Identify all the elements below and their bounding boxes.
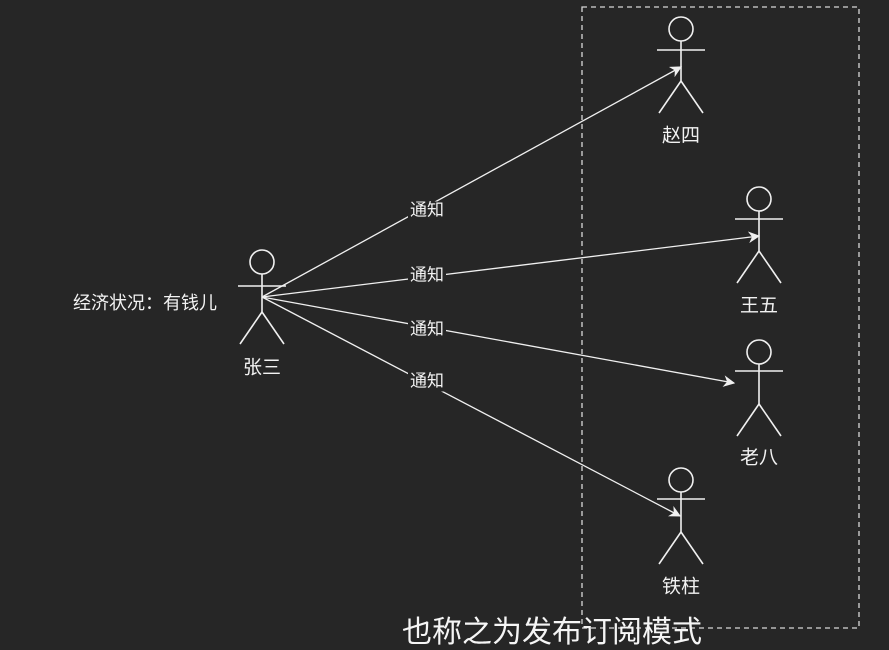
actor-label-laoba: 老八 — [739, 446, 779, 469]
actor-label-zhangsan: 张三 — [242, 356, 282, 379]
actor-tiezhu-icon — [657, 467, 705, 565]
actor-laoba-icon — [735, 339, 783, 437]
actor-label-zhaosi: 赵四 — [661, 124, 701, 147]
actor-label-tiezhu: 铁柱 — [661, 575, 701, 598]
edge-to-zhaosi — [261, 66, 683, 298]
edge-label-zhaosi: 通知 — [408, 200, 446, 221]
edge-to-tiezhu — [261, 296, 682, 517]
edge-label-tiezhu: 通知 — [408, 371, 446, 392]
publisher-note: 经济状况：有钱儿 — [73, 293, 217, 314]
diagram-canvas — [238, 6, 860, 629]
edge-to-wangwu — [261, 231, 761, 298]
actor-wangwu-icon — [735, 186, 783, 284]
edge-label-wangwu: 通知 — [408, 265, 446, 286]
actor-label-wangwu: 王五 — [739, 294, 779, 317]
subscriber-group-box — [581, 6, 860, 629]
edge-label-laoba: 通知 — [408, 319, 446, 340]
caption-text: 也称之为发布订阅模式 — [402, 615, 702, 650]
edge-to-laoba — [261, 296, 736, 387]
actor-zhangsan-icon — [238, 249, 286, 345]
actor-zhaosi-icon — [657, 16, 705, 114]
